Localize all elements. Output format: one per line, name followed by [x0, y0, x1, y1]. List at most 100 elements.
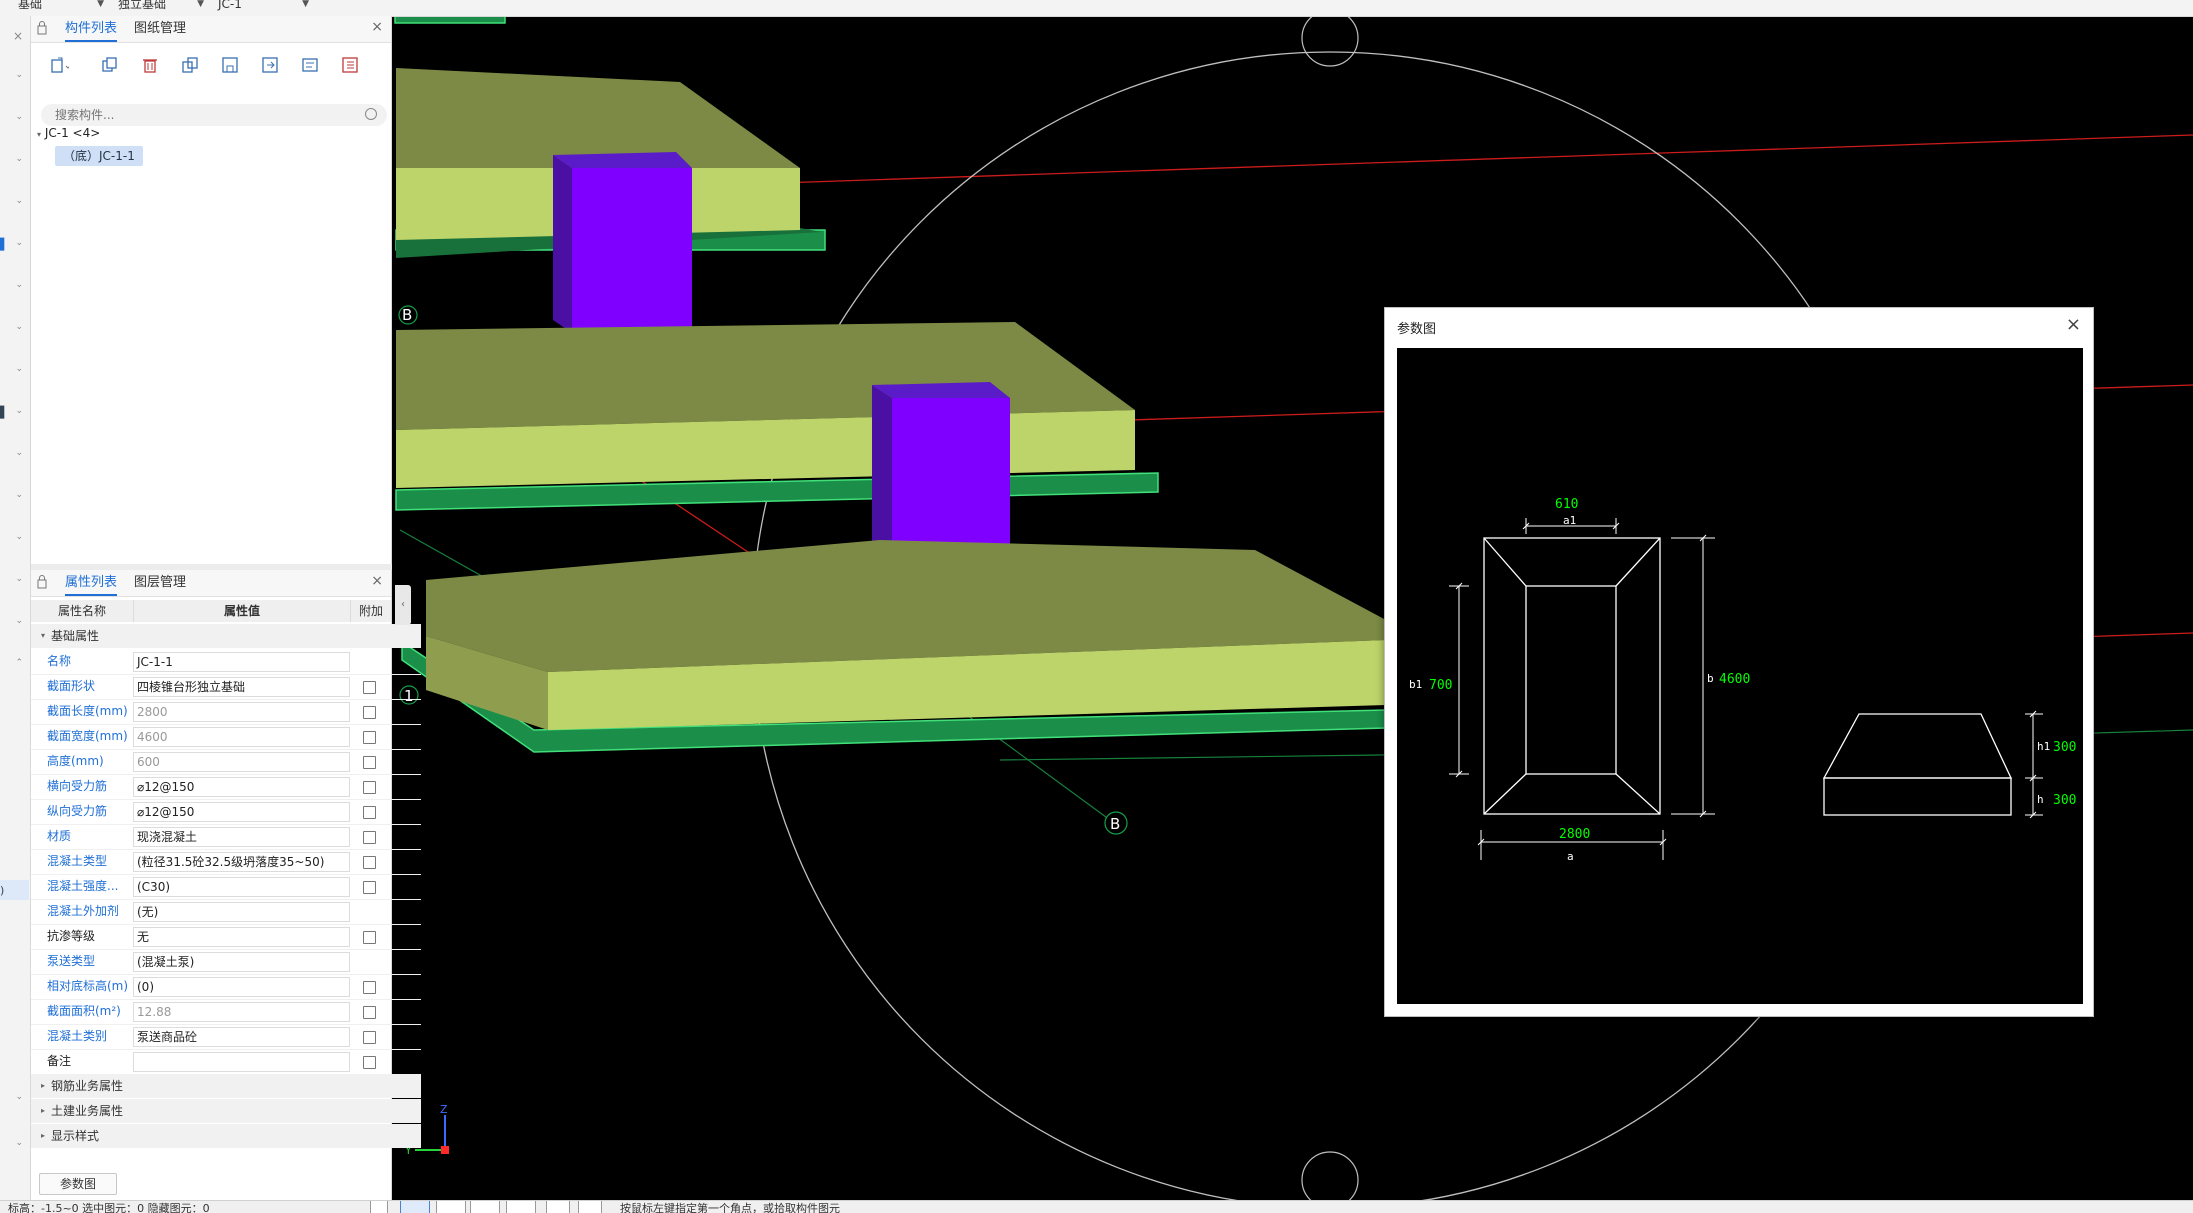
- pin-icon[interactable]: [37, 21, 47, 35]
- panel-splitter[interactable]: [31, 564, 392, 570]
- snap-toggle-5[interactable]: [506, 1201, 536, 1213]
- component-dropdown[interactable]: JC-1▼: [218, 0, 313, 14]
- list-settings-icon[interactable]: [339, 54, 361, 76]
- property-value-field[interactable]: (无): [133, 902, 350, 922]
- property-value-field[interactable]: 2800: [133, 702, 350, 722]
- filter-icon[interactable]: [299, 54, 321, 76]
- nav-expand-12[interactable]: ⌄: [15, 532, 23, 542]
- group-rebar-properties[interactable]: ▸钢筋业务属性: [31, 1074, 421, 1098]
- extra-checkbox[interactable]: [363, 1031, 376, 1044]
- search-icon[interactable]: [365, 108, 377, 120]
- property-value-field[interactable]: 现浇混凝土: [133, 827, 350, 847]
- property-row: 截面长度(mm)2800: [31, 699, 421, 725]
- extra-checkbox[interactable]: [363, 806, 376, 819]
- snap-toggle-7[interactable]: [578, 1201, 602, 1213]
- close-icon[interactable]: ×: [12, 29, 23, 43]
- axis-label-b-bottom: B: [1110, 815, 1120, 833]
- pin-icon[interactable]: [37, 575, 47, 589]
- property-row: 备注: [31, 1049, 421, 1075]
- extra-checkbox[interactable]: [363, 1006, 376, 1019]
- property-value-field[interactable]: (粒径31.5砼32.5级坍落度35~50): [133, 852, 350, 872]
- extra-checkbox[interactable]: [363, 881, 376, 894]
- extra-checkbox[interactable]: [363, 1056, 376, 1069]
- extra-checkbox[interactable]: [363, 706, 376, 719]
- group-display-style[interactable]: ▸显示样式: [31, 1124, 421, 1148]
- snap-toggle-4[interactable]: [470, 1201, 500, 1213]
- property-value-field[interactable]: 600: [133, 752, 350, 772]
- collapse-triangle-icon: ▸: [41, 1081, 46, 1090]
- nav-expand-13[interactable]: ⌄: [15, 574, 23, 584]
- nav-expand-11[interactable]: ⌄: [15, 490, 23, 500]
- nav-expand-10[interactable]: ⌄: [15, 448, 23, 458]
- close-icon[interactable]: ×: [2065, 314, 2081, 335]
- nav-expand-2[interactable]: ⌄: [15, 112, 23, 122]
- property-name: 抗渗等级: [47, 929, 96, 943]
- property-value-field[interactable]: JC-1-1: [133, 652, 350, 672]
- property-value-field[interactable]: 泵送商品砼: [133, 1027, 350, 1047]
- tree-node-jc1[interactable]: ▾ JC-1 <4>: [37, 126, 100, 140]
- extra-checkbox[interactable]: [363, 731, 376, 744]
- extra-checkbox[interactable]: [363, 756, 376, 769]
- duplicate-to-floor-icon[interactable]: [179, 54, 201, 76]
- parameter-diagram-button[interactable]: 参数图: [39, 1173, 117, 1195]
- property-value-field[interactable]: ⌀12@150: [133, 802, 350, 822]
- snap-toggle-2[interactable]: [400, 1201, 430, 1213]
- delete-icon[interactable]: [139, 54, 161, 76]
- floor-type-dropdown[interactable]: 基础▼: [18, 0, 108, 14]
- property-panel-tabs: 属性列表 图层管理 ×: [31, 570, 391, 597]
- close-icon[interactable]: ×: [371, 573, 383, 589]
- group-basic-properties[interactable]: ▾基础属性: [31, 624, 421, 648]
- extra-checkbox[interactable]: [363, 831, 376, 844]
- extra-checkbox[interactable]: [363, 681, 376, 694]
- nav-expand-4[interactable]: ⌄: [15, 196, 23, 206]
- property-value-field[interactable]: (C30): [133, 877, 350, 897]
- extra-checkbox[interactable]: [363, 856, 376, 869]
- nav-expand-3[interactable]: ⌄: [15, 154, 23, 164]
- tab-drawing-management[interactable]: 图纸管理: [134, 21, 187, 36]
- new-component-icon[interactable]: [47, 54, 69, 76]
- nav-expand-16[interactable]: ⌄: [15, 1138, 23, 1148]
- group-civil-properties[interactable]: ▸土建业务属性: [31, 1099, 421, 1123]
- extra-checkbox[interactable]: [363, 931, 376, 944]
- property-value-field[interactable]: 12.88: [133, 1002, 350, 1022]
- tab-property-list[interactable]: 属性列表: [65, 570, 118, 596]
- tab-layer-management[interactable]: 图层管理: [134, 575, 187, 590]
- nav-expand-6[interactable]: ⌄: [15, 280, 23, 290]
- column-header-extra: 附加: [351, 600, 391, 622]
- property-value-field[interactable]: 4600: [133, 727, 350, 747]
- property-name: 备注: [47, 1054, 72, 1068]
- expand-triangle-icon[interactable]: ▾: [37, 130, 42, 139]
- close-icon[interactable]: ×: [371, 19, 383, 35]
- nav-expand-8[interactable]: ⌄: [15, 364, 23, 374]
- property-value-field[interactable]: ⌀12@150: [133, 777, 350, 797]
- snap-toggle-3[interactable]: [436, 1201, 466, 1213]
- tab-component-list[interactable]: 构件列表: [65, 16, 118, 42]
- nav-expand-5[interactable]: ▌⌄: [0, 238, 23, 251]
- property-value-field[interactable]: [133, 1052, 350, 1072]
- tree-leaf-jc1-1[interactable]: （底）JC-1-1: [55, 146, 143, 166]
- search-input[interactable]: [53, 107, 357, 123]
- copy-icon[interactable]: [99, 54, 121, 76]
- nav-expand-14[interactable]: ⌄: [15, 616, 23, 626]
- nav-expand-1[interactable]: ⌄: [15, 70, 23, 80]
- extra-checkbox[interactable]: [363, 781, 376, 794]
- property-value-field[interactable]: (0): [133, 977, 350, 997]
- property-name: 材质: [47, 829, 72, 843]
- property-value-field[interactable]: 四棱锥台形独立基础: [133, 677, 350, 697]
- property-value-field[interactable]: (混凝土泵): [133, 952, 350, 972]
- snap-toggle-1[interactable]: [370, 1201, 388, 1213]
- nav-expand-7[interactable]: ⌄: [15, 322, 23, 332]
- nav-expand-15[interactable]: ⌄: [15, 1092, 23, 1102]
- panel-toggle-handle[interactable]: ‹: [395, 585, 411, 625]
- save-component-icon[interactable]: [219, 54, 241, 76]
- property-value-field[interactable]: 无: [133, 927, 350, 947]
- dim-a1-label: a1: [1563, 514, 1576, 527]
- component-type-dropdown[interactable]: 独立基础▼: [118, 0, 208, 14]
- snap-toggle-6[interactable]: [546, 1201, 570, 1213]
- nav-selected-item[interactable]: ): [0, 880, 29, 900]
- nav-collapse[interactable]: ⌃: [15, 658, 23, 668]
- nav-expand-9[interactable]: ▌⌄: [0, 406, 23, 419]
- import-component-icon[interactable]: [259, 54, 281, 76]
- dim-h-value: 300: [2053, 793, 2076, 808]
- extra-checkbox[interactable]: [363, 981, 376, 994]
